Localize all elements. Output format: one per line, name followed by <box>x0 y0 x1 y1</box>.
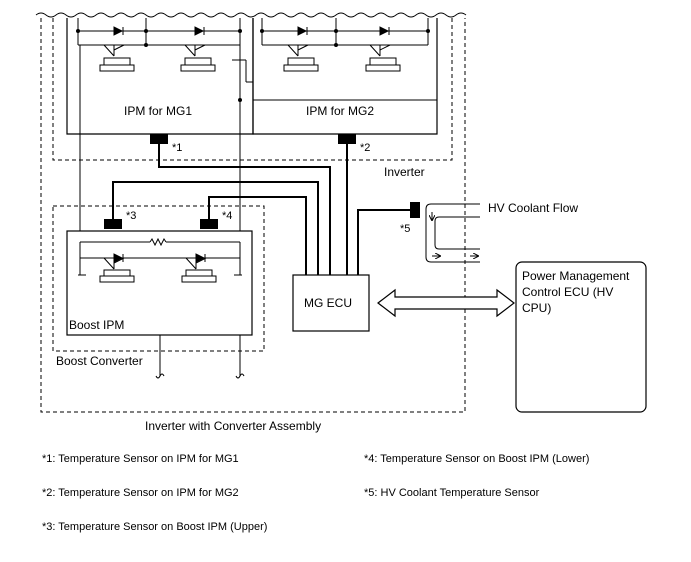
sensor-wiring <box>112 144 410 275</box>
legend-item-2: *2: Temperature Sensor on IPM for MG2 <box>42 487 239 499</box>
legend-item-1: *1: Temperature Sensor on IPM for MG1 <box>42 453 239 465</box>
boost-ipm-label: Boost IPM <box>69 318 124 332</box>
assembly-border <box>40 18 466 413</box>
boost-internal-wiring <box>78 237 242 283</box>
ipm-transistors <box>99 44 401 72</box>
boost-diodes <box>113 253 206 263</box>
pm-ecu-label-line-3: CPU) <box>522 301 551 315</box>
mg-ecu-box <box>292 274 370 332</box>
boost-converter-border <box>52 205 265 352</box>
pm-ecu-label-line-1: Power Management <box>522 269 630 283</box>
coolant-flow-label: HV Coolant Flow <box>488 201 578 215</box>
assembly-label: Inverter with Converter Assembly <box>145 419 321 433</box>
ipm-diodes <box>113 26 390 36</box>
sensor-mark-3: *3 <box>126 210 136 222</box>
sensor-mark-4: *4 <box>222 210 232 222</box>
communication-arrow <box>377 288 515 318</box>
sensor-pads <box>104 134 420 229</box>
ipm-mg2-label: IPM for MG2 <box>306 104 374 118</box>
pm-ecu-label-line-2: Control ECU (HV <box>522 285 613 299</box>
legend-item-3: *3: Temperature Sensor on Boost IPM (Upp… <box>42 521 268 533</box>
legend-item-4: *4: Temperature Sensor on Boost IPM (Low… <box>364 453 590 465</box>
inverter-border <box>52 18 453 161</box>
ipm-mg1-label: IPM for MG1 <box>124 104 192 118</box>
boost-ipm-box <box>66 230 253 336</box>
sensor-mark-2: *2 <box>360 142 370 154</box>
sensor-mark-5: *5 <box>400 223 410 235</box>
inverter-label: Inverter <box>384 165 425 179</box>
coolant-flow-symbol <box>425 203 480 263</box>
mg-ecu-label: MG ECU <box>304 296 352 310</box>
wavy-top-edge <box>35 12 467 18</box>
sensor-mark-1: *1 <box>172 142 182 154</box>
boost-converter-label: Boost Converter <box>56 354 143 368</box>
pm-ecu-box <box>515 261 647 413</box>
legend-item-5: *5: HV Coolant Temperature Sensor <box>364 487 540 499</box>
